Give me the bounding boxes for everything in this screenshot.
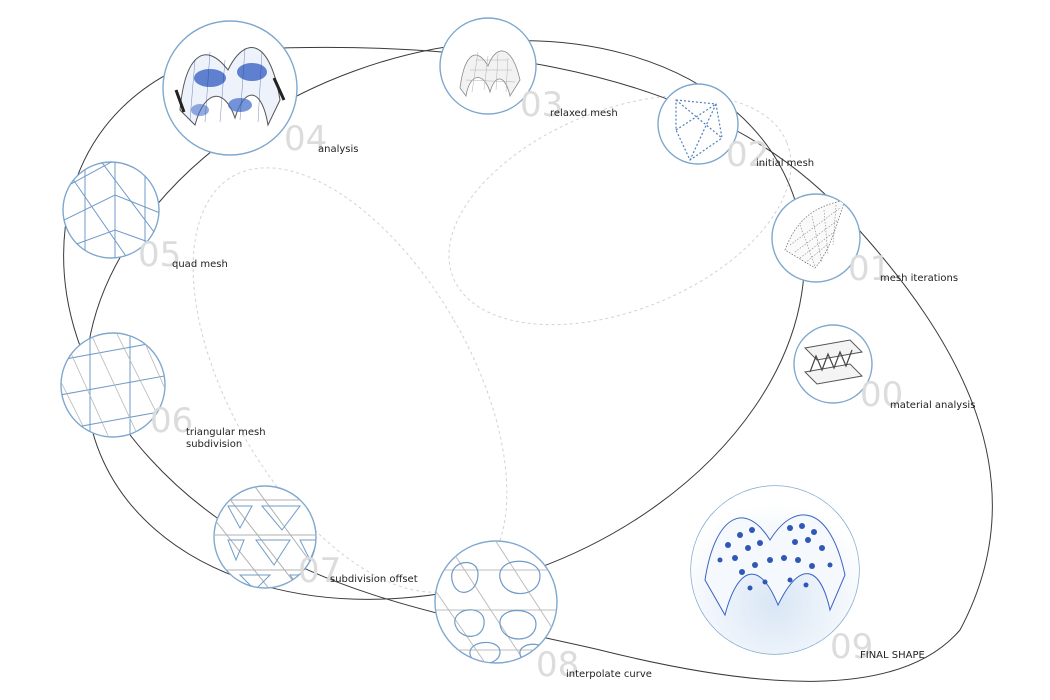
step-02-number: 02 [726, 135, 769, 175]
step-02-label: initial mesh [756, 158, 814, 169]
step-03: 03 relaxed mesh [439, 17, 618, 125]
dashed-ring-upper [448, 94, 792, 326]
step-02: 02 initial mesh [657, 83, 814, 175]
outer-ring [63, 46, 993, 682]
step-07-label: subdivision offset [330, 574, 418, 585]
step-07-number: 07 [298, 551, 341, 591]
step-07: 07 subdivision offset [213, 485, 418, 591]
step-03-number: 03 [520, 85, 563, 125]
sandwich-panel-icon [803, 339, 864, 385]
step-05-label: quad mesh [172, 259, 228, 270]
step-03-label: relaxed mesh [550, 108, 618, 119]
step-04-number: 04 [284, 119, 327, 159]
step-08-number: 08 [536, 645, 579, 685]
step-04: 04 analysis [162, 20, 359, 159]
step-06: 06 triangular mesh subdivision [60, 332, 266, 450]
relaxed-mesh-vault-icon [459, 50, 521, 98]
step-05: 05 quad mesh [62, 161, 228, 275]
step-00-label: material analysis [890, 400, 975, 411]
step-06-label: triangular mesh [186, 427, 266, 438]
dotted-triangle-mesh-icon [675, 99, 723, 161]
step-08: 08 interpolate curve [434, 540, 652, 685]
step-06-label-line2: subdivision [186, 439, 242, 450]
step-09-number: 09 [830, 627, 873, 667]
stress-analysis-vault-icon [174, 47, 286, 127]
step-00: 00 material analysis [793, 324, 975, 415]
perforated-vault-icon [691, 486, 859, 654]
step-01: 01 mesh iterations [771, 193, 958, 289]
step-09: 09 FINAL SHAPE [690, 485, 925, 667]
step-05-number: 05 [138, 235, 181, 275]
step-04-label: analysis [318, 144, 359, 155]
step-01-label: mesh iterations [880, 273, 958, 284]
dashed-ring-lower [192, 167, 508, 593]
step-09-label: FINAL SHAPE [860, 650, 925, 661]
step-00-number: 00 [860, 375, 903, 415]
step-08-label: interpolate curve [566, 669, 652, 680]
step-02-node [657, 83, 739, 165]
step-06-number: 06 [150, 401, 193, 441]
step-01-number: 01 [848, 249, 891, 289]
